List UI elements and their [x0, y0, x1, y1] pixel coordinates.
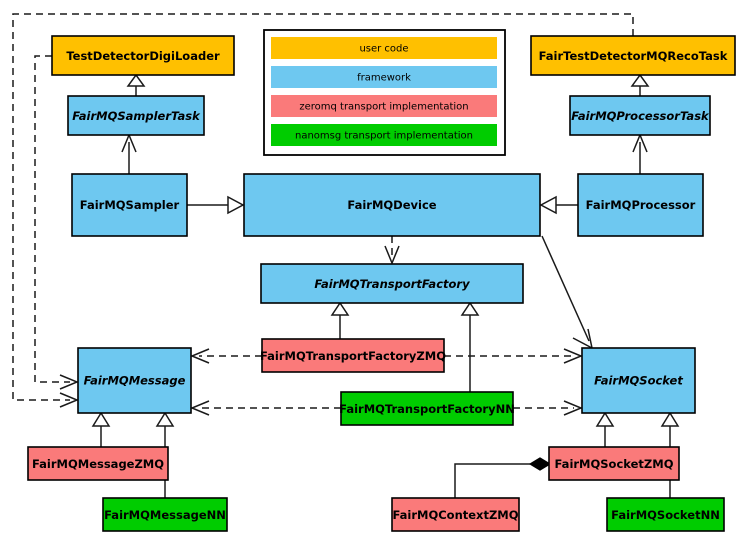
node-box	[581, 347, 696, 414]
node-label: FairMQProcessorTask	[571, 109, 710, 123]
node-label: FairMQSocket	[594, 374, 683, 388]
node-label: FairMQSocketNN	[611, 508, 720, 522]
legend-swatch	[271, 124, 497, 146]
node-label: FairMQTransportFactory	[314, 277, 470, 291]
node-fairmqprocessor[interactable]: FairMQProcessor	[577, 173, 704, 237]
legend-item-user-code: user code	[271, 37, 497, 59]
node-label: FairMQMessageNN	[104, 508, 226, 522]
legend-label: user code	[359, 44, 408, 55]
node-box	[71, 173, 188, 237]
node-box	[340, 391, 514, 426]
node-fairmqmessagezmq[interactable]: FairMQMessageZMQ	[27, 446, 169, 481]
node-fairmqsocketnn[interactable]: FairMQSocketNN	[606, 497, 725, 532]
legend-label: framework	[357, 73, 411, 84]
node-box	[260, 263, 524, 304]
node-fairmqcontextzmq[interactable]: FairMQContextZMQ	[391, 497, 520, 532]
node-label: FairMQProcessor	[586, 198, 696, 212]
node-fairmqmessage[interactable]: FairMQMessage	[77, 347, 192, 414]
node-box	[261, 338, 445, 373]
node-label: FairMQTransportFactoryZMQ	[260, 349, 446, 363]
edge-fairmqcontextzmq-to-fairmqsocketzmq	[454, 457, 552, 498]
node-fairmqsocket[interactable]: FairMQSocket	[581, 347, 696, 414]
node-fairmqsamplertask[interactable]: FairMQSamplerTask	[67, 95, 205, 136]
edge-fairmqtransportfactorynn-to-fairmqmessage	[190, 400, 341, 416]
legend-label: zeromq transport implementation	[299, 102, 468, 113]
legend: user code framework zeromq transport imp…	[263, 29, 506, 156]
node-fairmqsampler[interactable]: FairMQSampler	[71, 173, 188, 237]
edge-fairmqmessagezmq-to-fairmqmessage	[91, 411, 111, 447]
edge-fairmqsampler-to-fairmqdevice	[187, 195, 245, 215]
node-box	[51, 35, 235, 76]
edge-fairmqtransportfactorynn-to-fairmqsocket	[513, 400, 583, 416]
node-label: FairMQDevice	[347, 198, 436, 212]
edge-fairmqdevice-to-fairmqtransportfactory	[384, 236, 400, 265]
edge-fairmqsocketzmq-to-fairmqsocket	[595, 411, 615, 447]
legend-swatch	[271, 37, 497, 59]
edge-fairmqtransportfactorynn-to-fairmqtransportfactory	[460, 301, 480, 392]
node-fairmqmessagenn[interactable]: FairMQMessageNN	[102, 497, 228, 532]
edge-fairtestdetectormqrecotask-to-fairmqmessage	[12, 13, 634, 408]
node-fairmqdevice[interactable]: FairMQDevice	[243, 173, 541, 237]
edge-fairmqtransportfactoryzmq-to-fairmqmessage	[190, 348, 262, 364]
node-fairmqtransportfactoryzmq[interactable]: FairMQTransportFactoryZMQ	[260, 338, 446, 373]
legend-item-zeromq: zeromq transport implementation	[271, 95, 497, 117]
edge-fairmqtransportfactoryzmq-to-fairmqtransportfactory	[330, 301, 350, 339]
node-box	[27, 446, 169, 481]
legend-item-nanomsg: nanomsg transport implementation	[271, 124, 497, 146]
node-box	[606, 497, 725, 532]
node-layer: TestDetectorDigiLoader FairTestDetectorM…	[27, 35, 736, 532]
legend-label: nanomsg transport implementation	[295, 131, 473, 142]
edge-fairmqprocessor-to-fairmqdevice	[539, 195, 578, 215]
node-box	[569, 95, 711, 136]
edge-fairmqtransportfactoryzmq-to-fairmqsocket	[444, 348, 583, 364]
node-label: FairMQSamplerTask	[72, 109, 201, 123]
node-box	[548, 446, 680, 481]
node-box	[577, 173, 704, 237]
node-box	[67, 95, 205, 136]
node-label: FairMQSocketZMQ	[555, 457, 674, 471]
node-label: FairMQTransportFactoryNN	[339, 402, 515, 416]
edge-fairmqprocessor-to-fairmqprocessortask	[632, 133, 648, 174]
edge-fairmqdevice-to-fairmqsocket	[541, 235, 594, 350]
node-label: FairMQMessageZMQ	[32, 457, 164, 471]
node-fairtestdetectormqrecotask[interactable]: FairTestDetectorMQRecoTask	[530, 35, 736, 76]
edge-fairmqprocessortask-to-fairtestdetectormqrecotask	[630, 73, 650, 96]
node-box	[530, 35, 736, 76]
node-box	[243, 173, 541, 237]
node-box	[102, 497, 228, 532]
node-box	[391, 497, 520, 532]
node-fairmqtransportfactorynn[interactable]: FairMQTransportFactoryNN	[339, 391, 515, 426]
edge-fairmqsampler-to-fairmqsamplertask	[121, 133, 137, 174]
edge-fairmqsamplertask-to-testdetectordigiloader	[126, 73, 146, 96]
node-fairmqsocketzmq[interactable]: FairMQSocketZMQ	[548, 446, 680, 481]
node-label: TestDetectorDigiLoader	[66, 49, 220, 63]
node-label: FairTestDetectorMQRecoTask	[539, 49, 728, 63]
legend-item-framework: framework	[271, 66, 497, 88]
node-label: FairMQSampler	[80, 198, 180, 212]
legend-swatch	[271, 95, 497, 117]
node-box	[77, 347, 192, 414]
edge-testdetectordigiloader-to-fairmqmessage	[34, 55, 79, 390]
node-testdetectordigiloader[interactable]: TestDetectorDigiLoader	[51, 35, 235, 76]
node-label: FairMQMessage	[84, 374, 186, 388]
node-fairmqtransportfactory[interactable]: FairMQTransportFactory	[260, 263, 524, 304]
node-label: FairMQContextZMQ	[392, 508, 518, 522]
node-fairmqprocessortask[interactable]: FairMQProcessorTask	[569, 95, 711, 136]
legend-swatch	[271, 66, 497, 88]
